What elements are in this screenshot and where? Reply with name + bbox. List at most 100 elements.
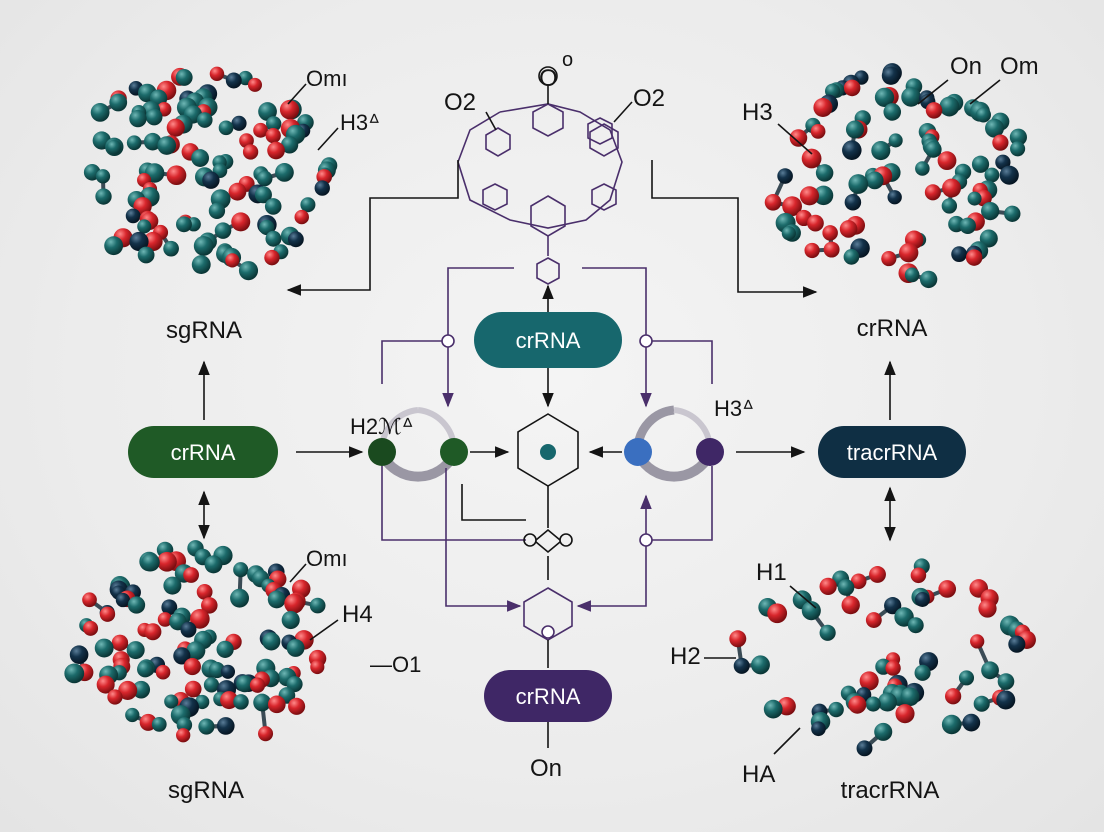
atom-icon bbox=[973, 695, 990, 712]
atom-icon bbox=[300, 197, 316, 213]
atom-icon bbox=[125, 208, 141, 224]
hexagon-icon bbox=[589, 123, 619, 157]
atom-icon bbox=[96, 675, 115, 694]
atom-icon bbox=[145, 108, 163, 126]
atom-icon bbox=[287, 231, 304, 248]
atom-icon bbox=[1010, 141, 1026, 157]
atom-icon bbox=[225, 72, 242, 89]
atom-icon bbox=[196, 584, 213, 600]
atom-icon bbox=[965, 249, 983, 266]
label-tracrrna-bottom: tracrRNA bbox=[841, 777, 940, 804]
atom-icon bbox=[985, 118, 1004, 138]
label-tr-on: On bbox=[950, 53, 982, 80]
atom-icon bbox=[877, 692, 897, 712]
atom-icon bbox=[733, 657, 750, 674]
label-h2n: H2ℳᐞ bbox=[350, 414, 414, 439]
atom-icon bbox=[874, 722, 893, 741]
label-top-o2-right: O2 bbox=[633, 85, 665, 112]
atom-icon bbox=[216, 640, 234, 658]
atom-icon bbox=[819, 577, 837, 596]
atom-icon bbox=[910, 567, 927, 584]
atom-icon bbox=[267, 590, 286, 609]
atom-icon bbox=[202, 171, 220, 189]
atom-icon bbox=[166, 118, 185, 137]
atom-icon bbox=[137, 246, 155, 264]
atom-icon bbox=[176, 728, 191, 743]
atom-icon bbox=[819, 624, 836, 641]
atom-icon bbox=[915, 161, 930, 176]
atom-icon bbox=[813, 97, 833, 118]
pill-tracrrna[interactable]: tracrRNA bbox=[818, 426, 966, 478]
atom-icon bbox=[984, 167, 1000, 183]
atom-icon bbox=[151, 717, 167, 732]
center-hexagon bbox=[517, 413, 579, 487]
atom-icon bbox=[823, 241, 840, 258]
atom-icon bbox=[309, 597, 326, 614]
oxygen-pair-icon bbox=[523, 528, 573, 554]
atom-icon bbox=[204, 555, 223, 574]
atom-icon bbox=[208, 661, 225, 679]
label-br-h2: H2 bbox=[670, 643, 701, 670]
atom-icon bbox=[239, 133, 254, 148]
atom-icon bbox=[767, 603, 788, 624]
atom-icon bbox=[99, 606, 116, 622]
atom-icon bbox=[265, 127, 281, 144]
pill-crrna-bottom[interactable]: crRNA bbox=[484, 670, 612, 722]
pill-tracrrna-label: tracrRNA bbox=[847, 440, 938, 465]
atom-icon bbox=[106, 139, 122, 155]
atom-icon bbox=[874, 87, 895, 107]
atom-icon bbox=[938, 580, 957, 598]
atom-icon bbox=[258, 102, 277, 121]
label-bottom-on: On bbox=[530, 755, 562, 782]
atom-icon bbox=[811, 721, 826, 737]
atom-icon bbox=[191, 255, 211, 274]
atom-icon bbox=[939, 96, 960, 117]
atom-icon bbox=[279, 100, 300, 120]
hexagon-icon bbox=[536, 257, 560, 285]
atom-icon bbox=[143, 132, 162, 151]
atom-icon bbox=[233, 562, 249, 578]
atom-icon bbox=[782, 196, 802, 217]
atom-icon bbox=[815, 164, 834, 182]
molecule-crrna-top bbox=[764, 63, 1027, 289]
atom-icon bbox=[288, 697, 306, 715]
atom-icon bbox=[1004, 205, 1021, 222]
label-tl-om: Omı bbox=[306, 66, 348, 91]
atom-icon bbox=[127, 596, 146, 614]
atom-icon bbox=[869, 566, 886, 583]
atom-icon bbox=[164, 694, 179, 709]
label-top-o-sup: o bbox=[562, 49, 573, 71]
atom-icon bbox=[822, 225, 838, 241]
atom-icon bbox=[95, 188, 112, 205]
atom-icon bbox=[789, 129, 808, 147]
atom-icon bbox=[104, 236, 124, 256]
atom-icon bbox=[971, 155, 990, 173]
atom-icon bbox=[848, 695, 867, 714]
atom-icon bbox=[871, 141, 891, 161]
atom-icon bbox=[951, 246, 968, 263]
atom-icon bbox=[82, 592, 97, 608]
molecule-sgrna-top bbox=[83, 66, 338, 281]
atom-icon bbox=[997, 673, 1015, 690]
pill-crrna-left[interactable]: crRNA bbox=[128, 426, 278, 478]
atom-icon bbox=[109, 93, 128, 112]
atom-icon bbox=[962, 713, 981, 732]
blue-node-icon bbox=[624, 438, 652, 466]
atom-icon bbox=[267, 695, 286, 714]
atom-icon bbox=[970, 634, 985, 649]
center-node-icon bbox=[540, 444, 556, 460]
atom-icon bbox=[233, 694, 249, 710]
atom-icon bbox=[111, 634, 129, 652]
atom-icon bbox=[895, 704, 915, 724]
atom-icon bbox=[166, 165, 187, 186]
atom-icon bbox=[193, 235, 214, 256]
atom-icon bbox=[865, 696, 881, 712]
atom-icon bbox=[799, 186, 820, 206]
pill-crrna-top[interactable]: crRNA bbox=[474, 312, 622, 368]
atom-icon bbox=[924, 141, 942, 158]
atom-icon bbox=[958, 670, 975, 686]
atom-icon bbox=[981, 661, 999, 680]
right-ring-assembly bbox=[624, 405, 724, 482]
label-br-ha: HA bbox=[742, 761, 775, 788]
atom-icon bbox=[907, 617, 924, 634]
